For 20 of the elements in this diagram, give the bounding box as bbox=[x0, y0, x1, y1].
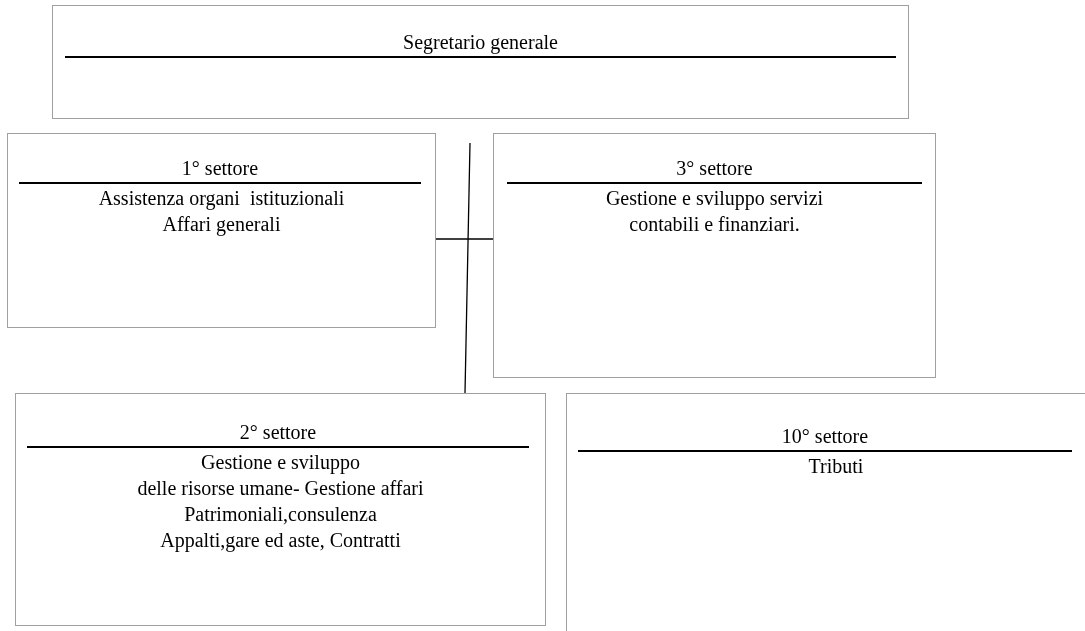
org-unit-box bbox=[493, 133, 936, 378]
unit-description: delle risorse umane- Gestione affari bbox=[137, 476, 424, 501]
unit-description: Gestione e sviluppo servizi contabili e finanziari. bbox=[604, 186, 825, 237]
unit-description: Affari generali bbox=[162, 212, 281, 237]
unit-heading: Segretario generale bbox=[65, 30, 896, 58]
org-unit-box bbox=[52, 5, 909, 119]
connector-line bbox=[435, 238, 494, 240]
unit-heading: 1° settore bbox=[19, 156, 421, 184]
unit-heading: 10° settore bbox=[578, 424, 1072, 452]
unit-heading: 3° settore bbox=[507, 156, 922, 184]
unit-description: Patrimoniali,consulenza bbox=[184, 502, 377, 527]
org-unit-box bbox=[7, 133, 436, 328]
org-unit-box bbox=[566, 393, 1085, 631]
org-unit-box bbox=[15, 393, 546, 626]
unit-heading: 2° settore bbox=[27, 420, 529, 448]
connector-line bbox=[464, 142, 471, 394]
unit-description: Gestione e sviluppo bbox=[201, 450, 360, 475]
unit-description: Assistenza organi istituzionali bbox=[98, 186, 345, 211]
unit-description: Tributi bbox=[808, 454, 864, 479]
unit-description: Appalti,gare ed aste, Contratti bbox=[160, 528, 401, 553]
